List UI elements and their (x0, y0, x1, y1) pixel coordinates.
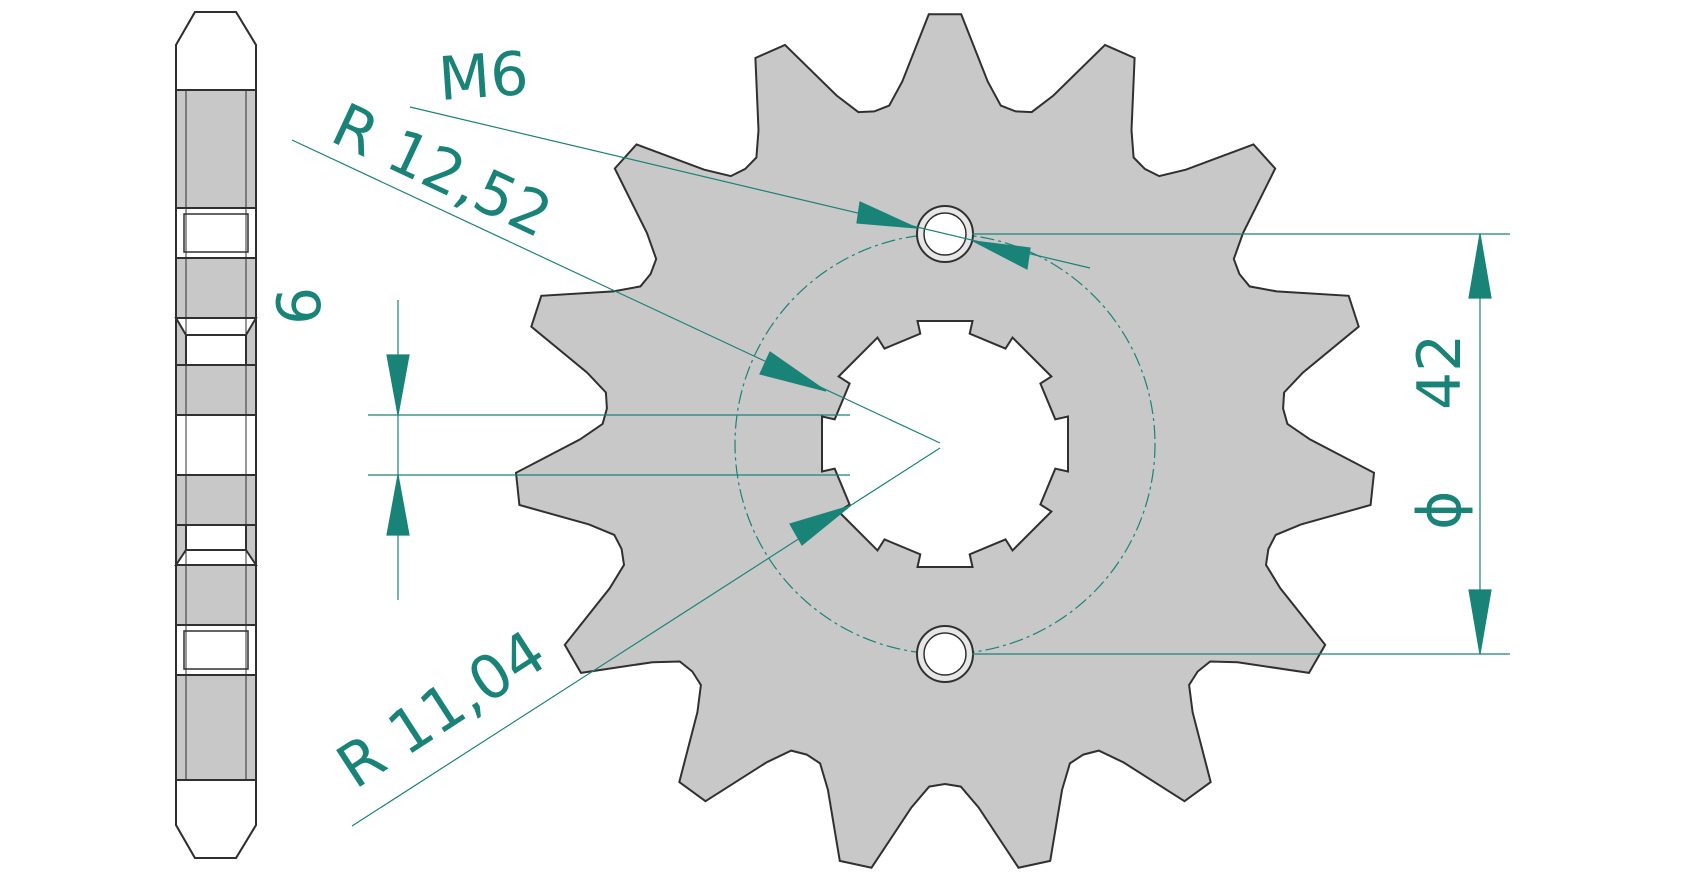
side-view-bottom-tip (175, 779, 257, 859)
side-view-upper-slot-inner (183, 213, 249, 253)
m6-arrow-1 (856, 201, 918, 229)
bolt-circle-value: 42 (1405, 334, 1475, 410)
spline-width-label: 6 (265, 287, 335, 325)
side-view-hub-lower (185, 524, 247, 551)
side-view (174, 11, 258, 859)
side-view-upper-chamfer (174, 317, 258, 336)
bolt-circle-arrow-bottom (1468, 589, 1492, 655)
bolt-circle-symbol: ϕ (1405, 490, 1475, 530)
side-view-hub-band-lower (175, 474, 257, 526)
side-view-top-tip (175, 11, 257, 91)
inner-radius-label: R 11,04 (325, 617, 558, 802)
thread-label: M6 (436, 39, 531, 115)
r1104-arrow (789, 505, 851, 546)
side-view-lower-chamfer (174, 549, 258, 566)
spline-bore (821, 320, 1069, 568)
side-view-hub-band (175, 364, 257, 416)
spline-width-arrow-bottom (386, 474, 410, 536)
dimensions (291, 106, 1510, 827)
side-view-lower-slot-inner (183, 630, 249, 670)
side-view-hub-upper (185, 334, 247, 366)
spline-width-arrow-top (386, 354, 410, 416)
r1252-leader-line (291, 139, 941, 444)
sprocket-front-view (514, 13, 1376, 869)
bolt-hole-bottom-inner (923, 632, 967, 676)
r1252-arrow (759, 351, 827, 392)
bolt-circle-arrow-top (1468, 233, 1492, 299)
side-view-hub-center (175, 414, 257, 476)
m6-arrow-2 (972, 240, 1031, 270)
